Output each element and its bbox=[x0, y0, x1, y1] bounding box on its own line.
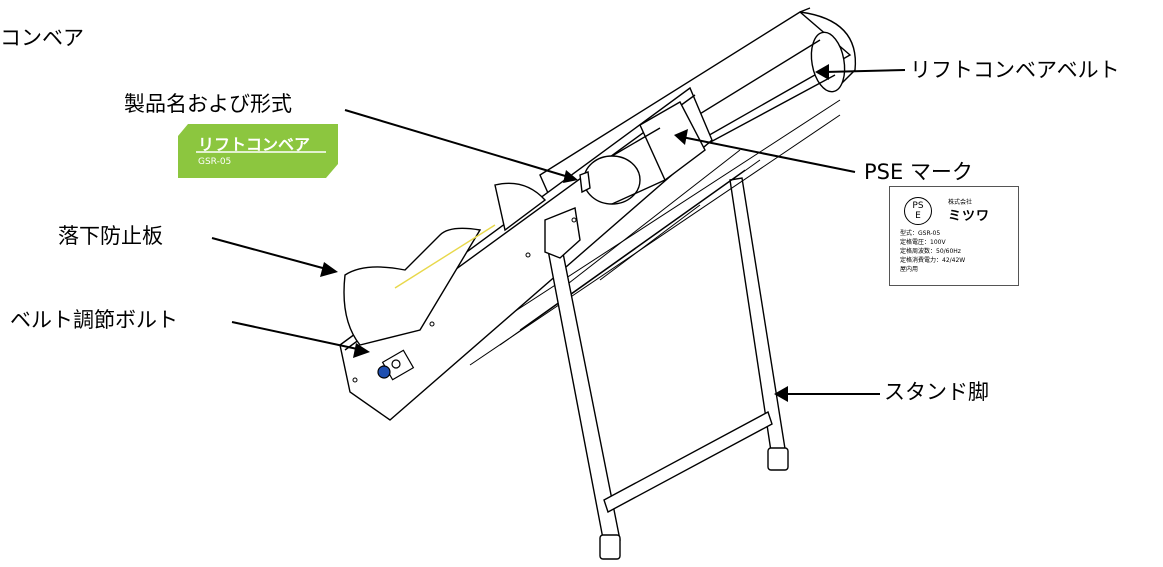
spec-line-model: 型式：GSR-05 bbox=[900, 230, 941, 237]
spec-line-frequency: 定格周波数：50/60Hz bbox=[900, 248, 961, 255]
callout-belt: リフトコンベアベルト bbox=[910, 58, 1120, 82]
spec-line-indoor: 屋内用 bbox=[900, 266, 919, 273]
callout-conveyor-corner: コンベア bbox=[0, 26, 84, 50]
front-stand-leg bbox=[544, 207, 773, 560]
callout-product-name: 製品名および形式 bbox=[124, 92, 292, 116]
callout-belt-adjust: ベルト調節ボルト bbox=[10, 308, 178, 332]
pse-mark-icon: PS E bbox=[904, 197, 932, 225]
belt-adjust-bolt bbox=[377, 349, 415, 381]
callout-arrows bbox=[211, 64, 906, 402]
spec-line-power: 定格消費電力：42/42W bbox=[900, 257, 966, 264]
pse-mark-top: PS bbox=[912, 201, 924, 211]
pse-mark-bottom: E bbox=[915, 211, 921, 221]
motor-unit bbox=[579, 101, 706, 205]
callout-pse: PSE マーク bbox=[864, 160, 973, 184]
badge-background bbox=[178, 124, 338, 178]
card-spec-lines: 型式：GSR-05 定格電圧：100V 定格周波数：50/60Hz 定格消費電力… bbox=[900, 229, 965, 274]
badge-model: GSR-05 bbox=[198, 157, 232, 167]
callout-fall-guard: 落下防止板 bbox=[58, 224, 163, 248]
callout-stand: スタンド脚 bbox=[884, 380, 989, 404]
fall-guard-plate bbox=[343, 182, 547, 346]
product-badge: リフトコンベア GSR-05 bbox=[178, 124, 338, 178]
spec-line-voltage: 定格電圧：100V bbox=[900, 239, 946, 246]
card-brand-logo: ミツワ bbox=[948, 209, 991, 224]
rear-stand-leg bbox=[729, 177, 789, 471]
frame-holes bbox=[352, 217, 577, 383]
rating-label-card: PS E 株式会社 ミツワ 型式：GSR-05 定格電圧：100V 定格周波数：… bbox=[889, 186, 1019, 286]
card-company: 株式会社 bbox=[948, 199, 973, 206]
badge-product-name: リフトコンベア bbox=[198, 135, 311, 154]
